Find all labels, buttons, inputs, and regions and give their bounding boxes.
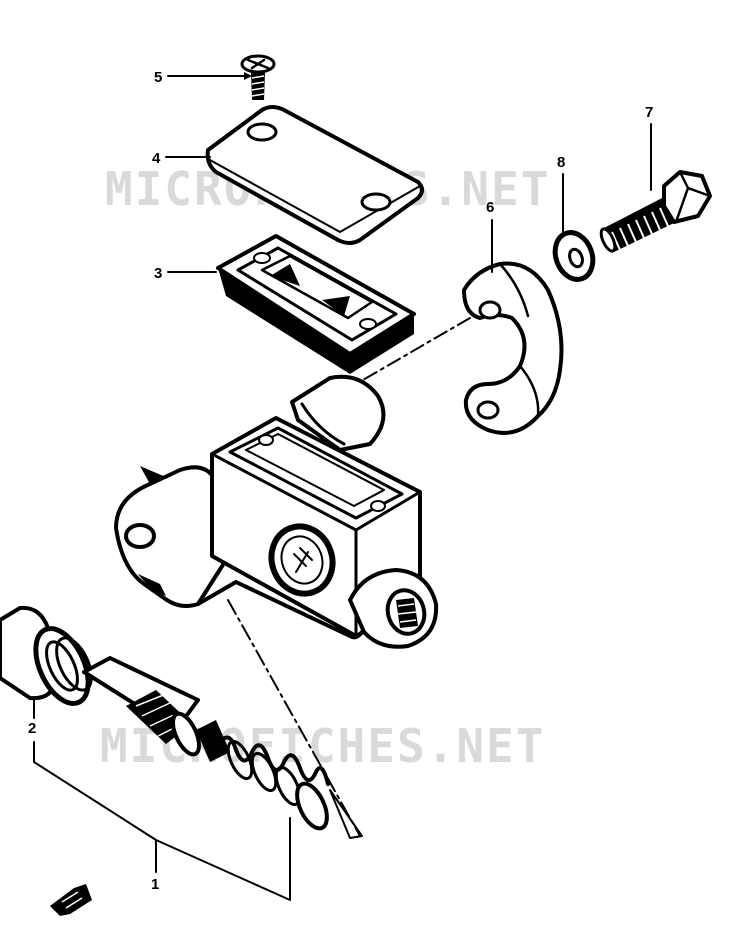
part-3-diaphragm bbox=[216, 234, 416, 374]
part-6-clamp bbox=[462, 261, 564, 435]
svg-text:8: 8 bbox=[557, 154, 565, 171]
svg-text:7: 7 bbox=[645, 104, 653, 121]
svg-text:2: 2 bbox=[28, 720, 36, 737]
axis-wedge bbox=[329, 789, 363, 839]
callout-5: 5 bbox=[154, 69, 252, 86]
alignment-line-piston bbox=[227, 599, 361, 837]
part-4-reservoir-cover bbox=[205, 105, 424, 245]
svg-text:5: 5 bbox=[154, 69, 162, 86]
svg-text:1: 1 bbox=[151, 876, 159, 893]
svg-text:4: 4 bbox=[152, 150, 161, 167]
svg-text:6: 6 bbox=[486, 199, 494, 216]
part-1-piston-kit bbox=[82, 656, 330, 831]
callout-2: 2 bbox=[28, 699, 36, 737]
master-cylinder-body bbox=[114, 374, 439, 649]
part-5-screw bbox=[240, 54, 276, 100]
part-8-washer bbox=[552, 230, 596, 282]
callout-6: 6 bbox=[486, 199, 494, 273]
svg-text:3: 3 bbox=[154, 265, 162, 282]
callout-4: 4 bbox=[152, 150, 211, 167]
callout-3: 3 bbox=[154, 265, 217, 282]
part-7-bolt bbox=[599, 170, 712, 253]
callout-1: 1 bbox=[33, 741, 291, 901]
alignment-line-clamp bbox=[355, 317, 471, 385]
callout-7: 7 bbox=[645, 104, 653, 191]
part-2-boot bbox=[0, 605, 93, 706]
front-arrow-icon bbox=[50, 884, 92, 916]
callout-8: 8 bbox=[557, 154, 565, 233]
